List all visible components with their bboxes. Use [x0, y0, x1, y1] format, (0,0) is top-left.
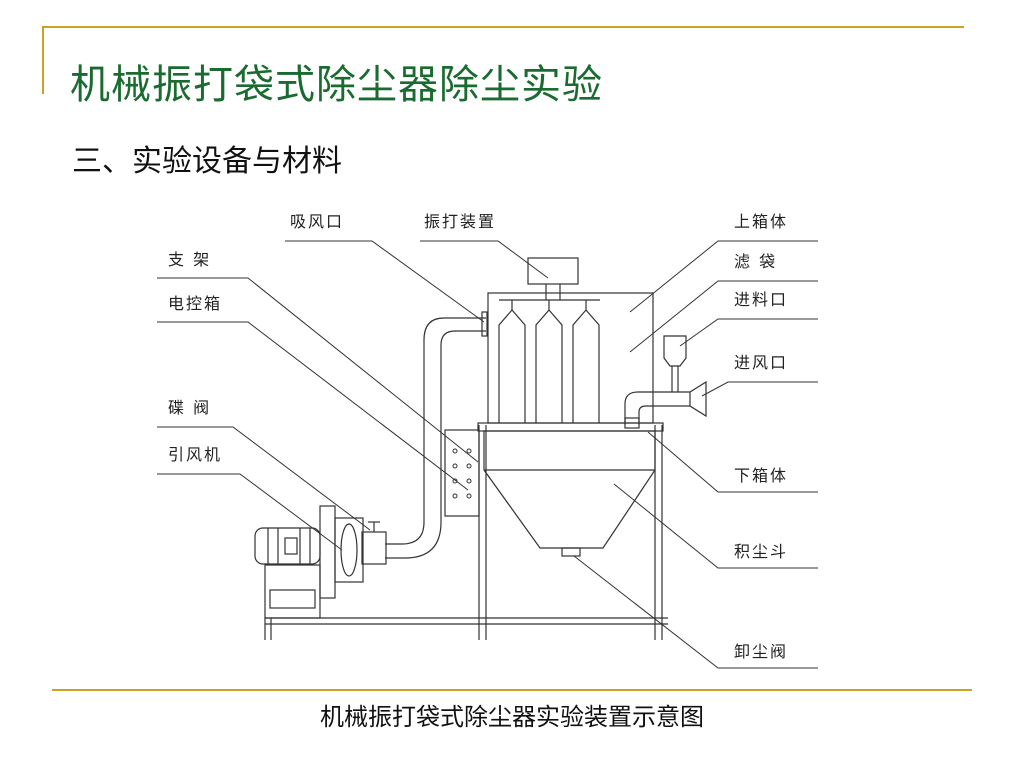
upper-box: [487, 292, 654, 424]
suction-duct: [385, 311, 488, 559]
leader-lines: [157, 240, 818, 669]
section-heading: 三、实验设备与材料: [72, 144, 342, 179]
equipment-drawing: [254, 257, 707, 640]
label-fan: 引风机: [168, 445, 222, 464]
air-inlet-duct: [624, 380, 707, 429]
label-hopper: 积尘斗: [734, 542, 788, 561]
butterfly-valve: [361, 521, 387, 565]
slide-title: 机械振打袋式除尘器除尘实验: [70, 62, 603, 108]
label-control-box: 电控箱: [168, 294, 222, 313]
left-accent-line: [42, 26, 44, 94]
control-box: [444, 429, 480, 517]
discharge-valve: [561, 547, 581, 557]
filter-bags: [498, 299, 600, 423]
label-feed-port: 进料口: [734, 290, 788, 309]
label-discharge-valve: 卸尘阀: [734, 642, 788, 661]
base-frame: [264, 425, 668, 640]
label-lower-box: 下箱体: [734, 466, 788, 485]
lower-box: [477, 422, 664, 432]
label-butterfly-valve: 碟 阀: [168, 398, 211, 417]
top-accent-line: [42, 26, 964, 28]
hopper: [483, 430, 656, 549]
control-box-screws: [452, 448, 472, 499]
feed-port: [663, 335, 687, 392]
component-labels: 吸风口 振打装置 上箱体 支 架 滤 袋 电控箱 进料口 进风口 碟 阀 引风机…: [168, 212, 788, 661]
induced-draft-fan: [254, 505, 364, 619]
label-frame: 支 架: [168, 250, 211, 269]
label-upper-box: 上箱体: [734, 212, 788, 231]
bottom-accent-line: [52, 689, 972, 691]
figure-caption: 机械振打袋式除尘器实验装置示意图: [320, 703, 704, 731]
label-inlet-port: 吸风口: [290, 212, 344, 231]
label-air-inlet: 进风口: [734, 353, 788, 372]
shaker-box: [527, 257, 579, 285]
label-filter-bag: 滤 袋: [734, 252, 777, 271]
label-shaker: 振打装置: [424, 212, 496, 231]
